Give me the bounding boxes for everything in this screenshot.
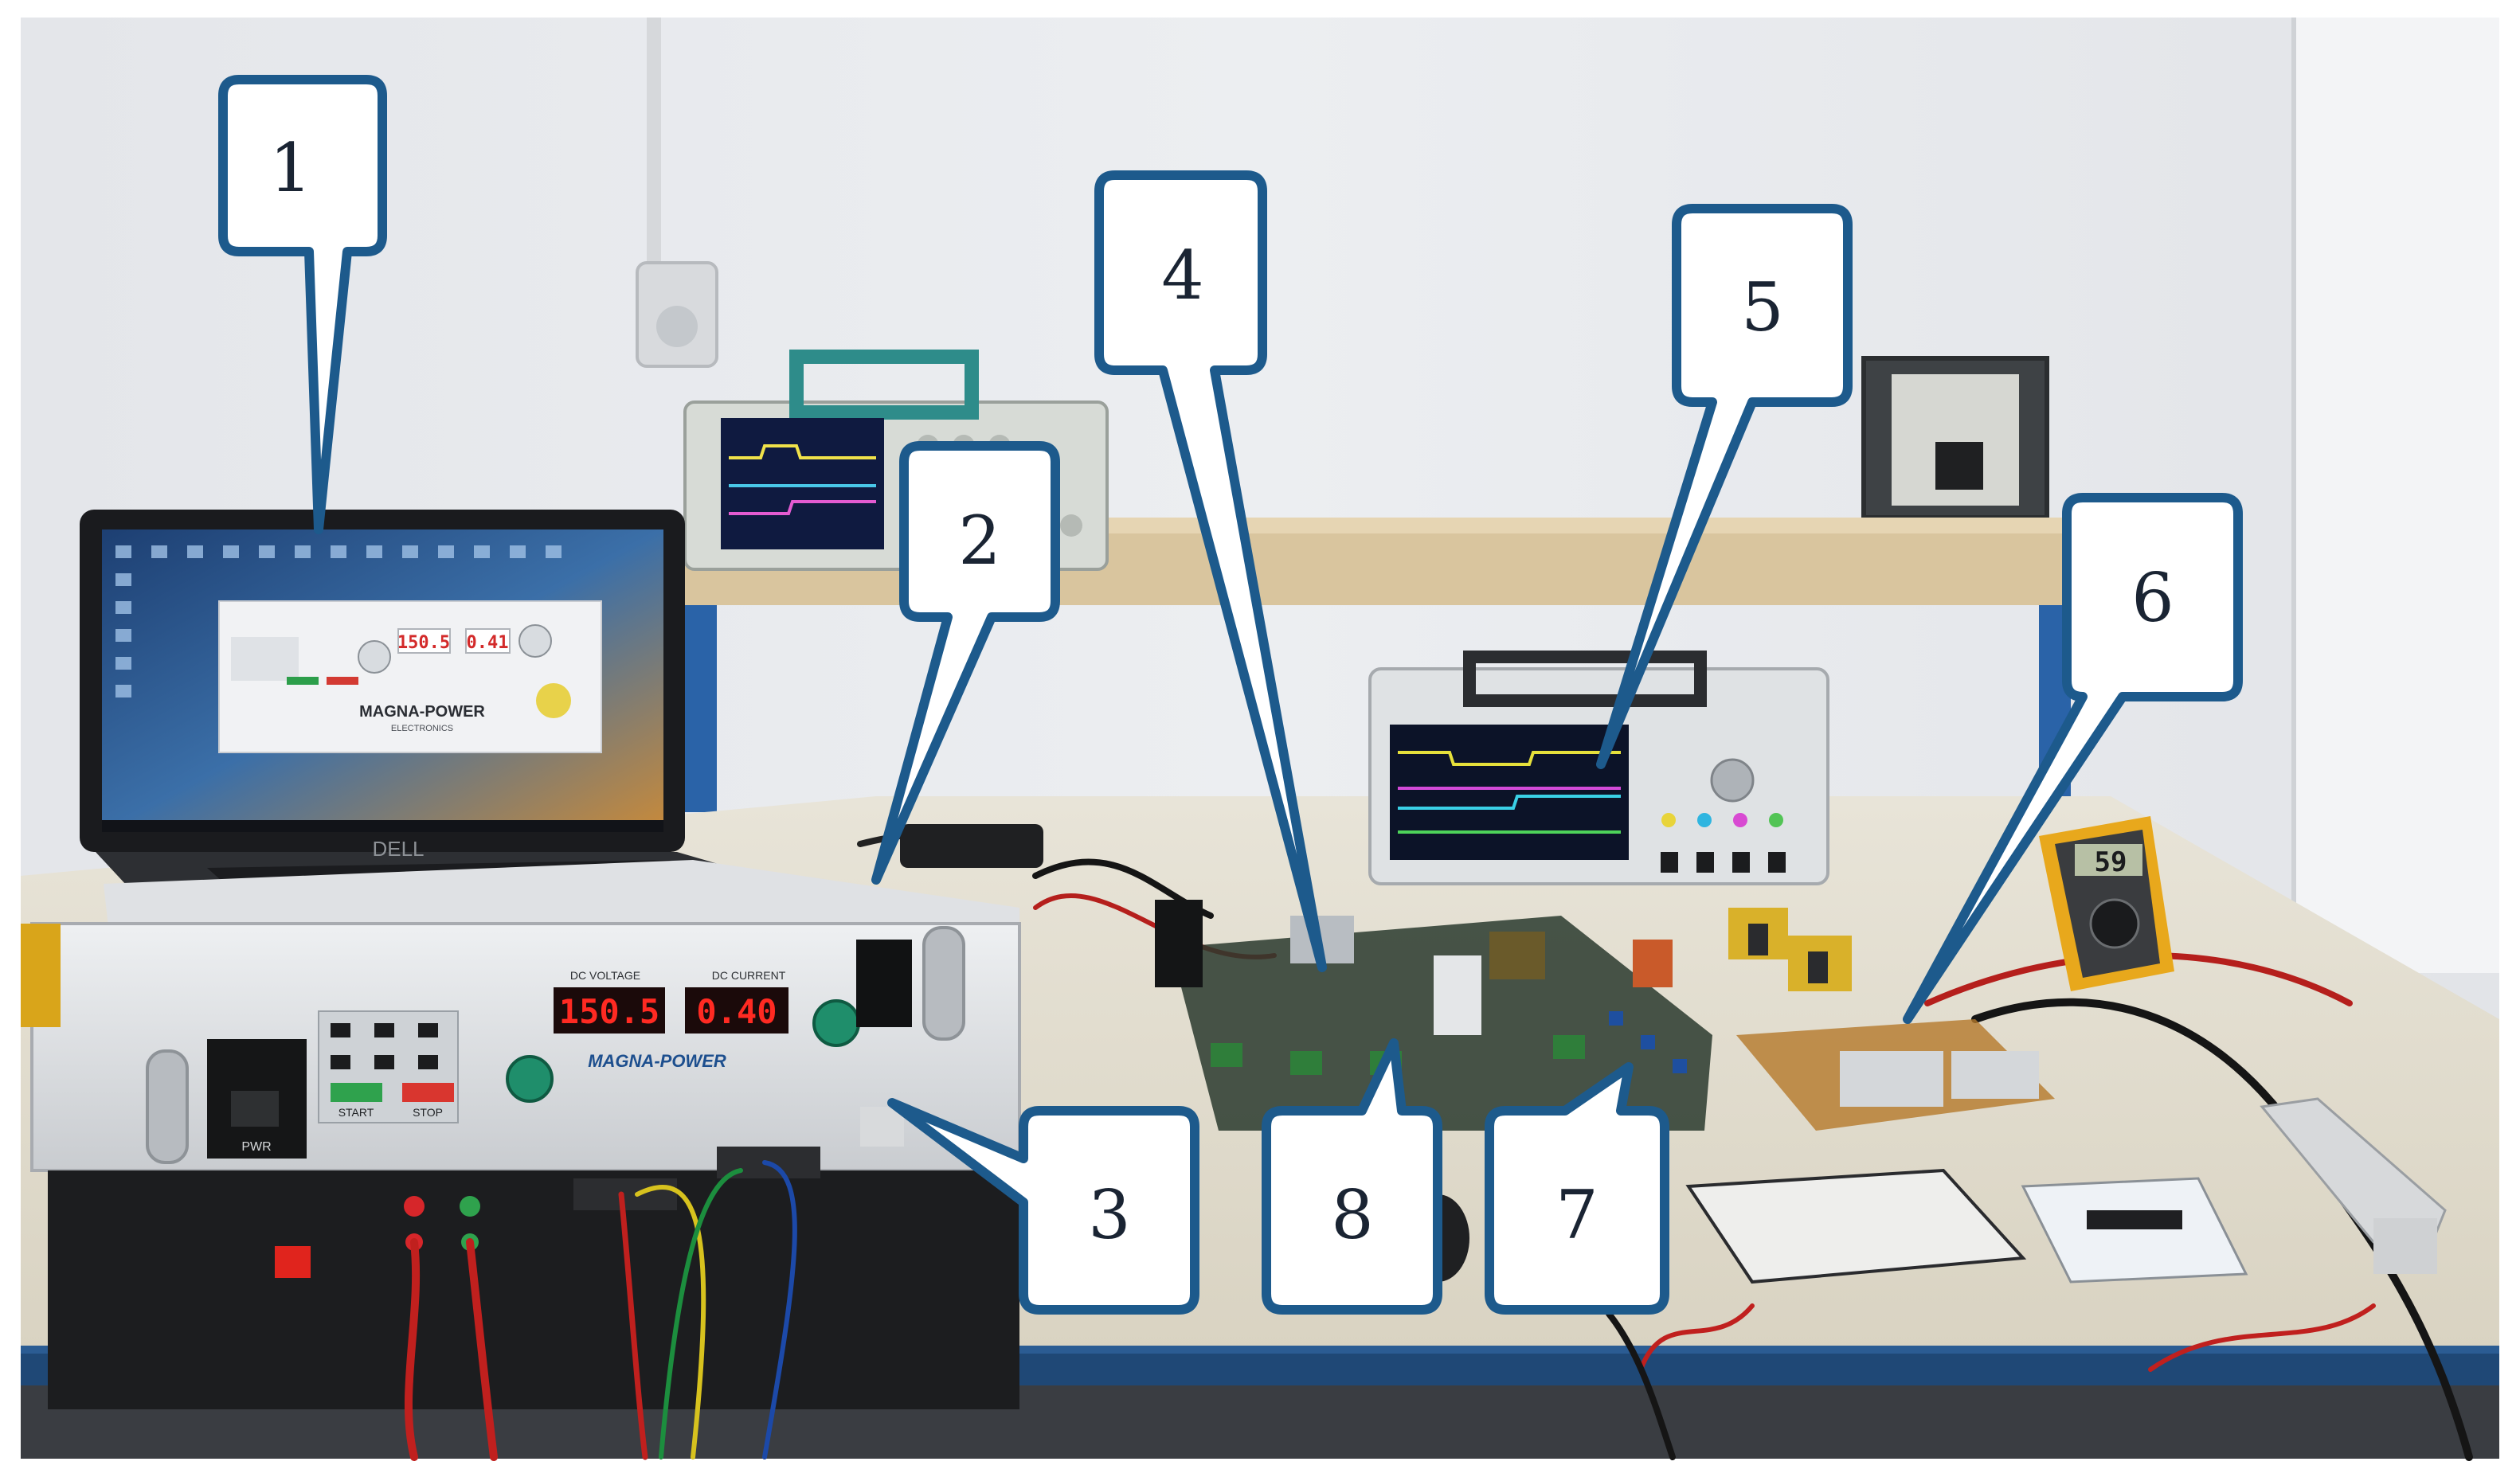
laptop-app-subtitle: ELECTRONICS xyxy=(391,724,453,733)
psu-voltage-knob[interactable] xyxy=(506,1055,554,1103)
callout-1-label: 1 xyxy=(269,129,311,207)
psu-voltage-display: 150.5 xyxy=(559,992,659,1031)
oscilloscope-screen xyxy=(1390,725,1629,860)
psu-current-knob[interactable] xyxy=(812,999,860,1047)
callout-3-label: 3 xyxy=(1088,1176,1130,1254)
main-oscilloscope xyxy=(1368,651,1829,885)
callout-8-label: 8 xyxy=(1331,1176,1373,1254)
laptop-app-title: MAGNA-POWER xyxy=(359,703,485,721)
multimeter: 59 xyxy=(2039,816,2174,991)
psu-brand: MAGNA-POWER xyxy=(588,1051,726,1071)
callout-5-label: 5 xyxy=(1741,268,1783,346)
callout-1: 1 xyxy=(218,75,387,534)
psu-pwr-label: PWR xyxy=(241,1140,271,1154)
callout-5: 5 xyxy=(1596,204,1853,769)
psu-voltage-header: DC VOLTAGE xyxy=(570,969,640,982)
callout-8: 8 xyxy=(1262,1038,1442,1315)
callout-2-label: 2 xyxy=(958,502,1000,580)
psu-current-header: DC CURRENT xyxy=(712,969,786,982)
power-supply-back-panel xyxy=(48,1170,1019,1409)
psu-stop-button[interactable] xyxy=(402,1083,454,1102)
psu-stop-label: STOP xyxy=(413,1106,443,1119)
callout-4-label: 4 xyxy=(1161,236,1203,315)
power-supply-front xyxy=(30,922,1021,1172)
wall-right xyxy=(2294,18,2499,973)
callout-7: 7 xyxy=(1485,1062,1669,1315)
callout-3: 3 xyxy=(887,1098,1199,1315)
psu-current-display: 0.40 xyxy=(696,992,777,1031)
callout-6: 6 xyxy=(1903,493,2243,1024)
callout-4: 4 xyxy=(1094,170,1327,972)
callout-7-label: 7 xyxy=(1555,1176,1598,1254)
power-supply: PWR START STOP DC VOLTAGE DC CURRENT 150… xyxy=(30,860,1021,1409)
multimeter-reading: 59 xyxy=(2095,846,2127,878)
laptop-app-logo xyxy=(536,683,571,718)
callout-6-label: 6 xyxy=(2131,559,2174,637)
power-strip xyxy=(900,824,1043,868)
callouts: 1 2 3 4 5 6 7 xyxy=(218,75,2243,1315)
laptop-current-reading: 0.41 xyxy=(467,633,509,653)
laptop-voltage-reading: 150.5 xyxy=(397,633,450,653)
callout-2: 2 xyxy=(871,441,1060,885)
circuit-boards xyxy=(1155,900,2447,1284)
laptop-brand: DELL xyxy=(372,837,424,861)
psu-start-button[interactable] xyxy=(331,1083,382,1102)
psu-start-label: START xyxy=(338,1106,374,1119)
